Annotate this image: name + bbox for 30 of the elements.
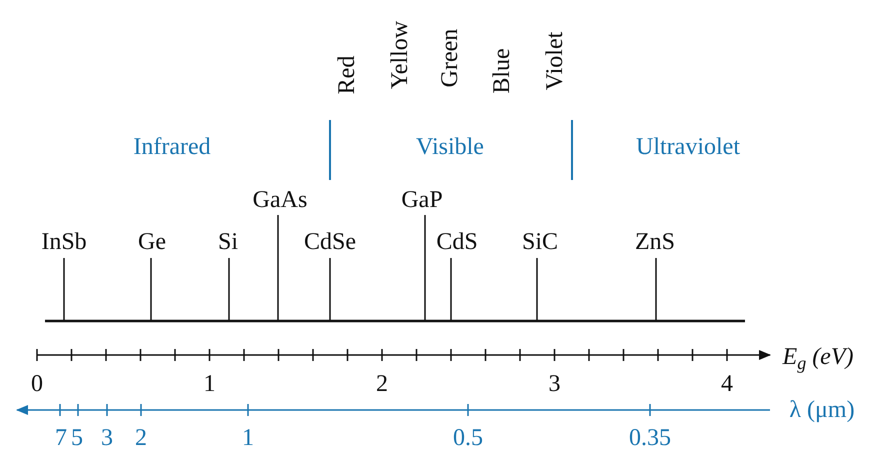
text-label: Visible (416, 135, 484, 159)
text-label: Yellow (388, 20, 412, 90)
text-label: CdSe (304, 230, 356, 254)
text-label: 3 (548, 372, 560, 396)
text-label: 7 (55, 426, 67, 450)
text-label: Blue (490, 48, 514, 94)
text-label: Violet (543, 32, 567, 90)
text-label: 4 (721, 372, 733, 396)
text-label: 2 (376, 372, 388, 396)
text-label: InSb (41, 230, 87, 254)
text-label: Green (438, 28, 462, 88)
text-label: Ge (138, 230, 166, 254)
text-label: Si (218, 230, 238, 254)
text-label: Ultraviolet (636, 135, 740, 159)
text-label: 1 (204, 372, 216, 396)
text-label: ZnS (635, 230, 675, 254)
text-label: CdS (436, 230, 478, 254)
text-label: 0.5 (453, 426, 483, 450)
text-label: SiC (522, 230, 558, 254)
text-label: 5 (71, 426, 83, 450)
text-label: 0.35 (629, 426, 671, 450)
text-label: 2 (135, 426, 147, 450)
text-label: 1 (242, 426, 254, 450)
text-label: 0 (31, 372, 43, 396)
text-label: Infrared (133, 135, 211, 159)
text-label: Red (335, 56, 359, 94)
text-label: λ (μm) (789, 398, 855, 422)
text-label: GaAs (252, 188, 308, 212)
text-label: 3 (101, 426, 113, 450)
text-label: GaP (401, 188, 443, 212)
